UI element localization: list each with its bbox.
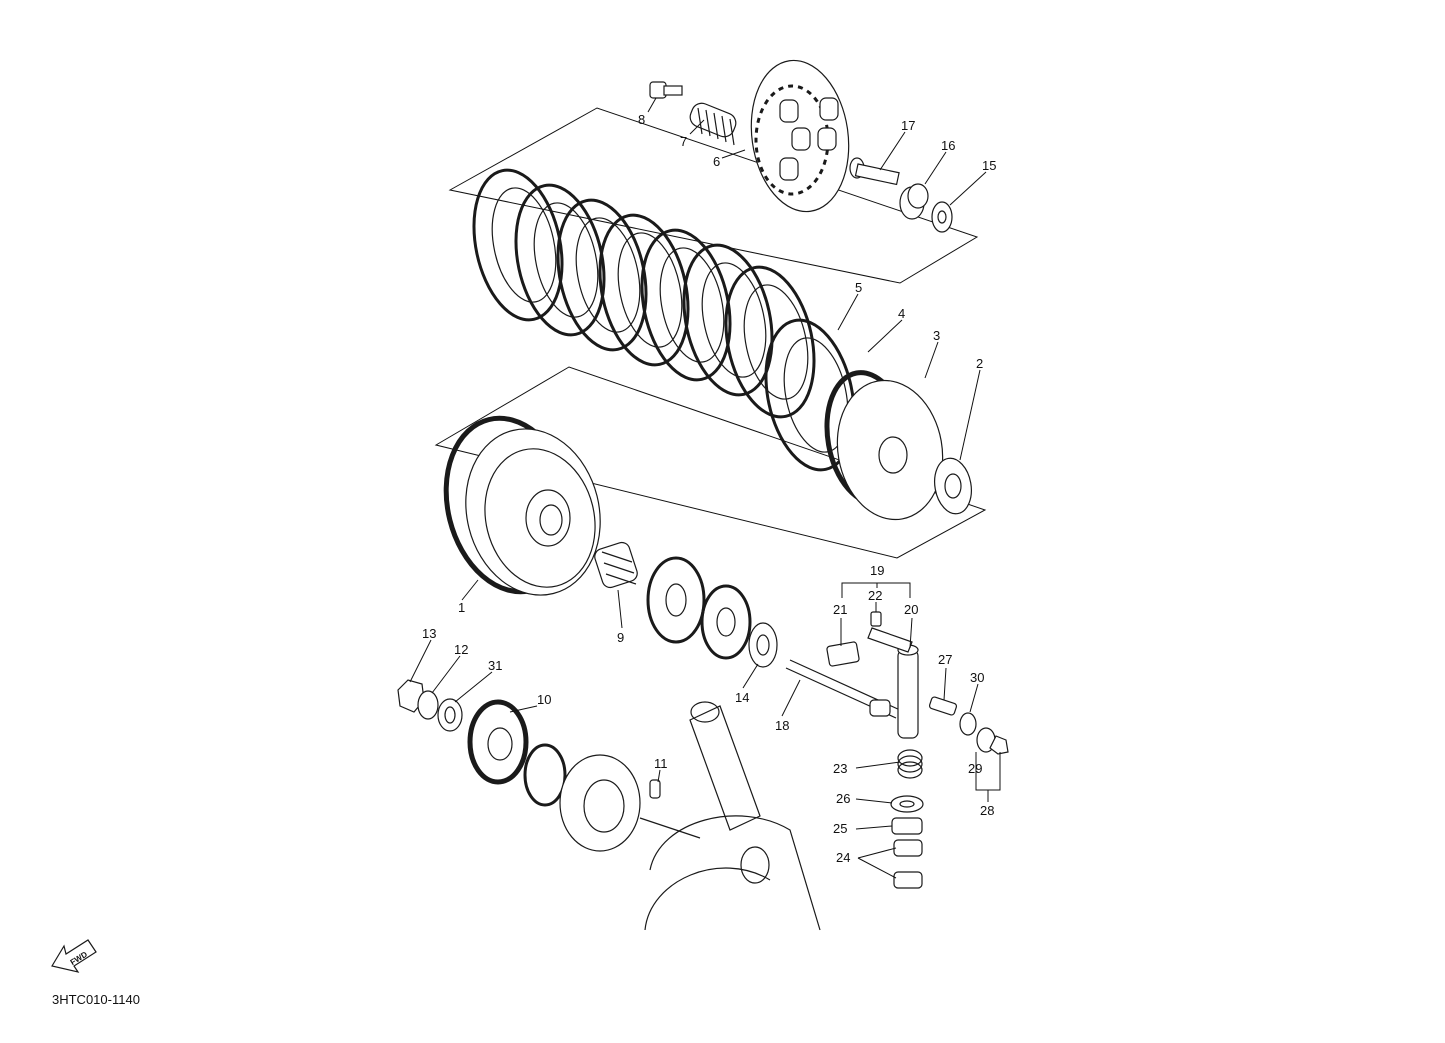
adjust-nut[interactable] — [976, 727, 1009, 755]
callout-2: 2 — [976, 356, 983, 371]
callout-22: 22 — [868, 588, 882, 603]
primary-drive-gear[interactable] — [467, 699, 567, 807]
gear-plate[interactable] — [646, 556, 752, 660]
bearing[interactable] — [899, 183, 929, 220]
callout-4: 4 — [898, 306, 905, 321]
callout-10: 10 — [537, 692, 551, 707]
leader-lines — [409, 97, 1001, 879]
thrust-washer[interactable] — [930, 455, 975, 516]
callout-27: 27 — [938, 652, 952, 667]
adjust-washer[interactable] — [959, 712, 977, 736]
adjust-screw[interactable] — [928, 696, 958, 716]
callout-28: 28 — [980, 803, 994, 818]
middle-assembly-frame — [434, 366, 987, 559]
callout-labels: 1 2 3 4 5 6 7 8 9 10 11 12 13 14 15 16 1… — [422, 112, 996, 865]
clutch-boss[interactable] — [817, 366, 953, 528]
callout-14: 14 — [735, 690, 749, 705]
needle-bearing[interactable] — [893, 839, 923, 889]
lever-tube[interactable] — [867, 627, 919, 739]
callout-17: 17 — [901, 118, 915, 133]
crankshaft[interactable] — [559, 701, 821, 931]
callout-3: 3 — [933, 328, 940, 343]
callout-26: 26 — [836, 791, 850, 806]
friction-plate-stack[interactable] — [461, 162, 867, 478]
diagram-code: 3HTC010-1140 — [52, 992, 140, 1007]
push-lever-shaft[interactable] — [785, 659, 901, 719]
callout-24: 24 — [836, 850, 850, 865]
bolt[interactable] — [649, 81, 683, 99]
callout-23: 23 — [833, 761, 847, 776]
washer[interactable] — [931, 201, 953, 233]
callout-31: 31 — [488, 658, 502, 673]
callout-15: 15 — [982, 158, 996, 173]
callout-11: 11 — [654, 756, 668, 771]
dowel-pin[interactable] — [649, 779, 661, 799]
upper-assembly-frame — [448, 107, 979, 284]
callout-20: 20 — [904, 602, 918, 617]
spacer-collar[interactable] — [593, 540, 640, 589]
callout-8: 8 — [638, 112, 645, 127]
clutch-housing[interactable] — [429, 405, 618, 610]
callout-21: 21 — [833, 602, 847, 617]
return-spring[interactable] — [897, 749, 923, 779]
callout-7: 7 — [680, 134, 687, 149]
callout-12: 12 — [454, 642, 468, 657]
lever-bolt[interactable] — [870, 611, 882, 627]
callout-6: 6 — [713, 154, 720, 169]
callout-19: 19 — [870, 563, 884, 578]
callout-30: 30 — [970, 670, 984, 685]
callout-13: 13 — [422, 626, 436, 641]
callout-18: 18 — [775, 718, 789, 733]
push-rod[interactable] — [849, 157, 900, 186]
clutch-spring[interactable] — [687, 100, 739, 146]
callout-1: 1 — [458, 600, 465, 615]
pressure-plate[interactable] — [742, 54, 858, 218]
shaft-washer[interactable] — [748, 622, 778, 668]
oil-seal[interactable] — [890, 795, 924, 813]
lock-washer[interactable] — [417, 690, 439, 720]
drive-washer[interactable] — [437, 698, 463, 732]
callout-29: 29 — [968, 761, 982, 776]
fwd-arrow-icon: FWD — [51, 939, 97, 973]
callout-5: 5 — [855, 280, 862, 295]
callout-9: 9 — [617, 630, 624, 645]
lever-clamp[interactable] — [826, 641, 860, 667]
callout-25: 25 — [833, 821, 847, 836]
callout-16: 16 — [941, 138, 955, 153]
lever-bearing[interactable] — [891, 817, 923, 835]
